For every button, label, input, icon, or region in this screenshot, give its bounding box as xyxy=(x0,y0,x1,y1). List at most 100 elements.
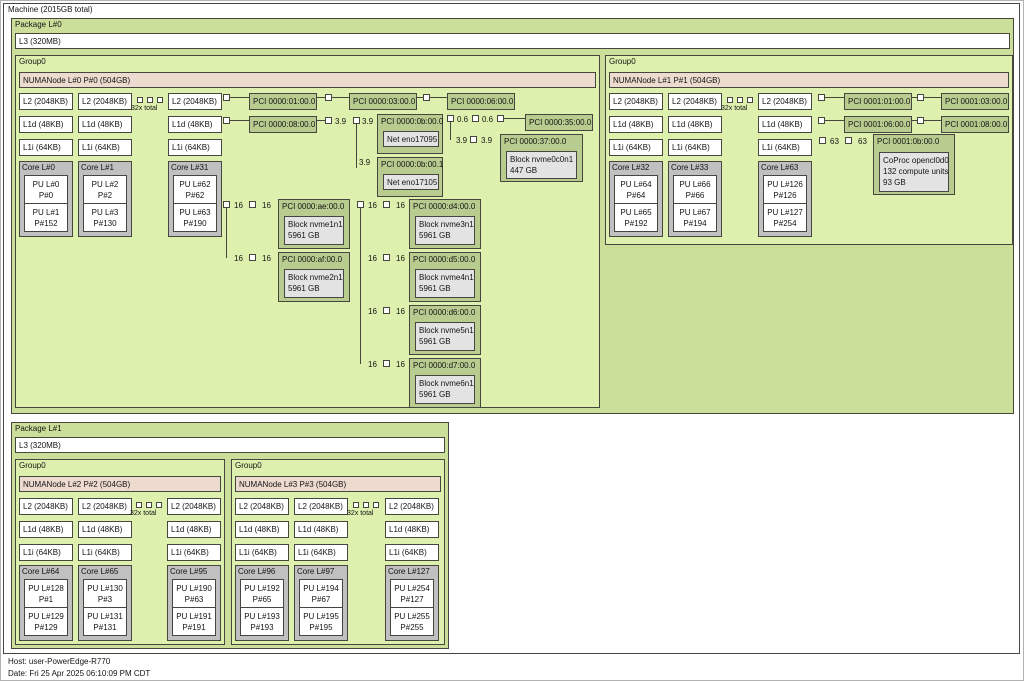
link-label: 3.9 xyxy=(359,158,371,167)
l1d-cache-d1: L1d (48KB) xyxy=(235,521,289,538)
bridge-connector xyxy=(325,94,332,101)
numanode-l3: NUMANode L#3 P#3 (504GB) xyxy=(235,476,441,492)
l2-cache-d2: L2 (2048KB) xyxy=(294,498,348,515)
bridge-connector xyxy=(249,201,256,208)
pci-0001-08-00-0: PCI 0001:08:00.0 xyxy=(941,116,1009,133)
l1i-cache-d2: L1i (64KB) xyxy=(294,544,348,561)
ellipsis-dots xyxy=(353,502,359,508)
pci-0001-06-00-0: PCI 0001:06:00.0 xyxy=(844,116,912,133)
core-label-a3: Core L#31 xyxy=(171,163,209,172)
pci-0000-08-00-0: PCI 0000:08:00.0 xyxy=(249,116,317,133)
l1i-cache-c1: L1i (64KB) xyxy=(19,544,73,561)
connector-line xyxy=(430,97,447,98)
link-label: 63 xyxy=(858,137,867,146)
core-label-a2: Core L#1 xyxy=(81,163,114,172)
package-l0-label: Package L#0 xyxy=(15,20,62,29)
bridge-connector xyxy=(470,136,477,143)
ellipsis-label-b: 32x total xyxy=(721,105,748,112)
link-label: 16 xyxy=(368,360,377,369)
core-label-c1: Core L#64 xyxy=(22,567,60,576)
connector-line xyxy=(332,97,349,98)
core-label-d2: Core L#97 xyxy=(297,567,335,576)
link-label: 3.9 xyxy=(456,136,468,145)
link-label: 16 xyxy=(234,254,243,263)
connector-line xyxy=(417,97,423,98)
bridge-connector xyxy=(819,137,826,144)
l3-cache-p0: L3 (320MB) xyxy=(15,33,1010,49)
group-label-a: Group0 xyxy=(19,57,46,66)
bridge-connector xyxy=(223,201,230,208)
group-label-d: Group0 xyxy=(235,461,262,470)
ellipsis-dots xyxy=(747,97,753,103)
group-label-b: Group0 xyxy=(609,57,636,66)
link-label: 16 xyxy=(368,254,377,263)
link-label: 63 xyxy=(830,137,839,146)
bridge-connector xyxy=(325,117,332,124)
pci-0000-06-00-0: PCI 0000:06:00.0 xyxy=(447,93,515,110)
link-label: 3.9 xyxy=(481,136,493,145)
l1i-cache-d3: L1i (64KB) xyxy=(385,544,439,561)
link-label: 16 xyxy=(234,201,243,210)
link-label: 0.6 xyxy=(482,115,494,124)
l2-cache-b1: L2 (2048KB) xyxy=(609,93,663,110)
pci-0000-01-00-0: PCI 0000:01:00.0 xyxy=(249,93,317,110)
l1d-cache-d2: L1d (48KB) xyxy=(294,521,348,538)
connector-line xyxy=(230,120,249,121)
core-label-d1: Core L#96 xyxy=(238,567,276,576)
connector-line xyxy=(825,97,844,98)
core-label-a1: Core L#0 xyxy=(22,163,55,172)
ellipsis-dots xyxy=(157,97,163,103)
link-label: 16 xyxy=(262,201,271,210)
connector-line xyxy=(317,97,325,98)
l1d-cache-c1: L1d (48KB) xyxy=(19,521,73,538)
footer-date: Date: Fri 25 Apr 2025 06:10:09 PM CDT xyxy=(8,669,151,678)
l1d-cache-d3: L1d (48KB) xyxy=(385,521,439,538)
l1d-cache-a3: L1d (48KB) xyxy=(168,116,222,133)
bridge-connector xyxy=(818,94,825,101)
l2-cache-a3: L2 (2048KB) xyxy=(168,93,222,110)
l1d-cache-b1: L1d (48KB) xyxy=(609,116,663,133)
connector-line xyxy=(924,120,941,121)
link-label: 16 xyxy=(396,201,405,210)
connector-line xyxy=(360,208,361,364)
pci-0001-0b-label: PCI 0001:0b:00.0 xyxy=(877,137,940,146)
pci-0b-00-0-label: PCI 0000:0b:00.0 xyxy=(381,117,444,126)
ellipsis-dots xyxy=(147,97,153,103)
bridge-connector xyxy=(223,94,230,101)
connector-line xyxy=(230,97,249,98)
l1i-cache-c2: L1i (64KB) xyxy=(78,544,132,561)
l1d-cache-a2: L1d (48KB) xyxy=(78,116,132,133)
l1d-cache-a1: L1d (48KB) xyxy=(19,116,73,133)
net-device-eno17105: Net eno17105 xyxy=(383,174,439,190)
bridge-connector xyxy=(818,117,825,124)
core-label-b1: Core L#32 xyxy=(612,163,650,172)
link-label: 3.9 xyxy=(362,117,374,126)
bridge-connector xyxy=(223,117,230,124)
bridge-connector xyxy=(383,201,390,208)
l3-cache-p1: L3 (320MB) xyxy=(15,437,445,453)
bridge-connector xyxy=(447,115,454,122)
group-label-c: Group0 xyxy=(19,461,46,470)
ellipsis-dots xyxy=(156,502,162,508)
